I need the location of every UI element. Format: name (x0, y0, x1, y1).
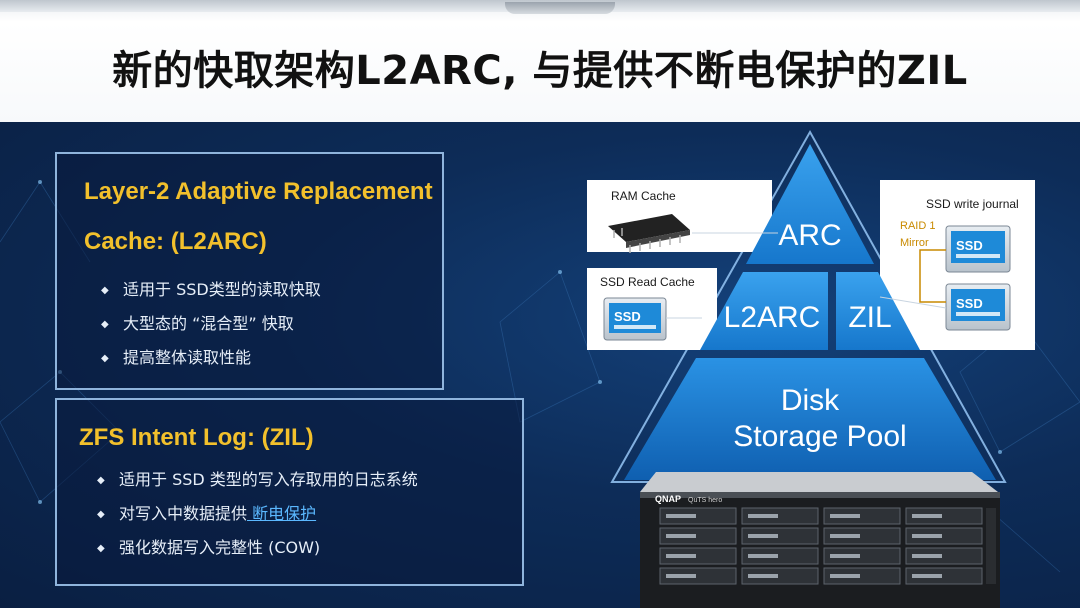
l2arc-title-line2: Cache: (L2ARC) (84, 228, 267, 255)
nas-brand-label: QNAP (655, 494, 681, 504)
l2arc-bullet-1: ◆适用于 SSD类型的读取快取 (101, 280, 321, 299)
zil-bullet-1: ◆适用于 SSD 类型的写入存取用的日志系统 (97, 470, 418, 489)
ssd-write-icon-2: SSD (945, 283, 1011, 331)
pyramid-zil-label: ZIL (848, 301, 891, 334)
bullet-diamond-icon: ◆ (101, 353, 109, 364)
pyramid-disk-layer (624, 358, 996, 480)
pyramid-arc-label: ARC (778, 219, 841, 252)
svg-text:SSD: SSD (956, 296, 983, 311)
bullet-diamond-icon: ◆ (101, 285, 109, 296)
ram-cache-label: RAM Cache (611, 189, 676, 203)
l2arc-panel: Layer-2 Adaptive Replacement Cache: (L2A… (55, 152, 444, 390)
ssd-write-journal-label: SSD write journal (926, 197, 1019, 211)
slide-title: 新的快取架构L2ARC, 与提供不断电保护的ZIL (112, 48, 968, 94)
svg-text:SSD: SSD (614, 309, 641, 324)
ssd-read-cache-label: SSD Read Cache (600, 275, 695, 289)
l2arc-bullet-3: ◆提高整体读取性能 (101, 348, 252, 367)
ssd-write-connector-line (879, 296, 947, 309)
bullet-diamond-icon: ◆ (97, 509, 105, 520)
raid-level-label: RAID 1 (900, 220, 935, 232)
cache-pyramid-diagram: ARC L2ARC ZIL Disk Storage Pool RAM Cach… (587, 129, 1035, 608)
slide-body: Layer-2 Adaptive Replacement Cache: (L2A… (0, 122, 1080, 608)
ram-chip-icon (608, 214, 690, 253)
pyramid-disk-label: Disk (781, 384, 840, 417)
nas-server-icon: QNAP QuTS hero (640, 472, 1000, 608)
zil-bullet-3: ◆强化数据写入完整性 (COW) (97, 538, 321, 557)
pyramid-storage-pool-label: Storage Pool (733, 420, 906, 453)
bullet-diamond-icon: ◆ (97, 543, 105, 554)
raid-mirror-bracket (919, 249, 946, 303)
ssd-write-icon-1: SSD (945, 225, 1011, 273)
l2arc-bullet-2: ◆大型态的 “混合型” 快取 (101, 314, 294, 333)
pyramid-arc-layer (746, 144, 874, 264)
ssd-read-icon: SSD (603, 297, 667, 341)
nas-os-label: QuTS hero (688, 497, 722, 504)
zil-panel: ZFS Intent Log: (ZIL) ◆适用于 SSD 类型的写入存取用的… (55, 398, 524, 586)
pyramid-l2arc-label: L2ARC (724, 301, 821, 334)
slide-header: 新的快取架构L2ARC, 与提供不断电保护的ZIL (0, 0, 1080, 122)
bullet-diamond-icon: ◆ (101, 319, 109, 330)
top-notch (505, 2, 615, 14)
zil-bullet-2: ◆对写入中数据提供 断电保护 (97, 504, 317, 523)
raid-mirror-label: Mirror (900, 237, 929, 249)
pyramid-zil-layer (836, 272, 920, 350)
power-loss-protection-link[interactable]: 断电保护 (247, 504, 317, 523)
svg-text:SSD: SSD (956, 238, 983, 253)
zil-title: ZFS Intent Log: (ZIL) (79, 424, 314, 451)
pyramid-l2arc-layer (700, 272, 828, 350)
bullet-diamond-icon: ◆ (97, 475, 105, 486)
l2arc-title-line1: Layer-2 Adaptive Replacement (84, 178, 433, 205)
